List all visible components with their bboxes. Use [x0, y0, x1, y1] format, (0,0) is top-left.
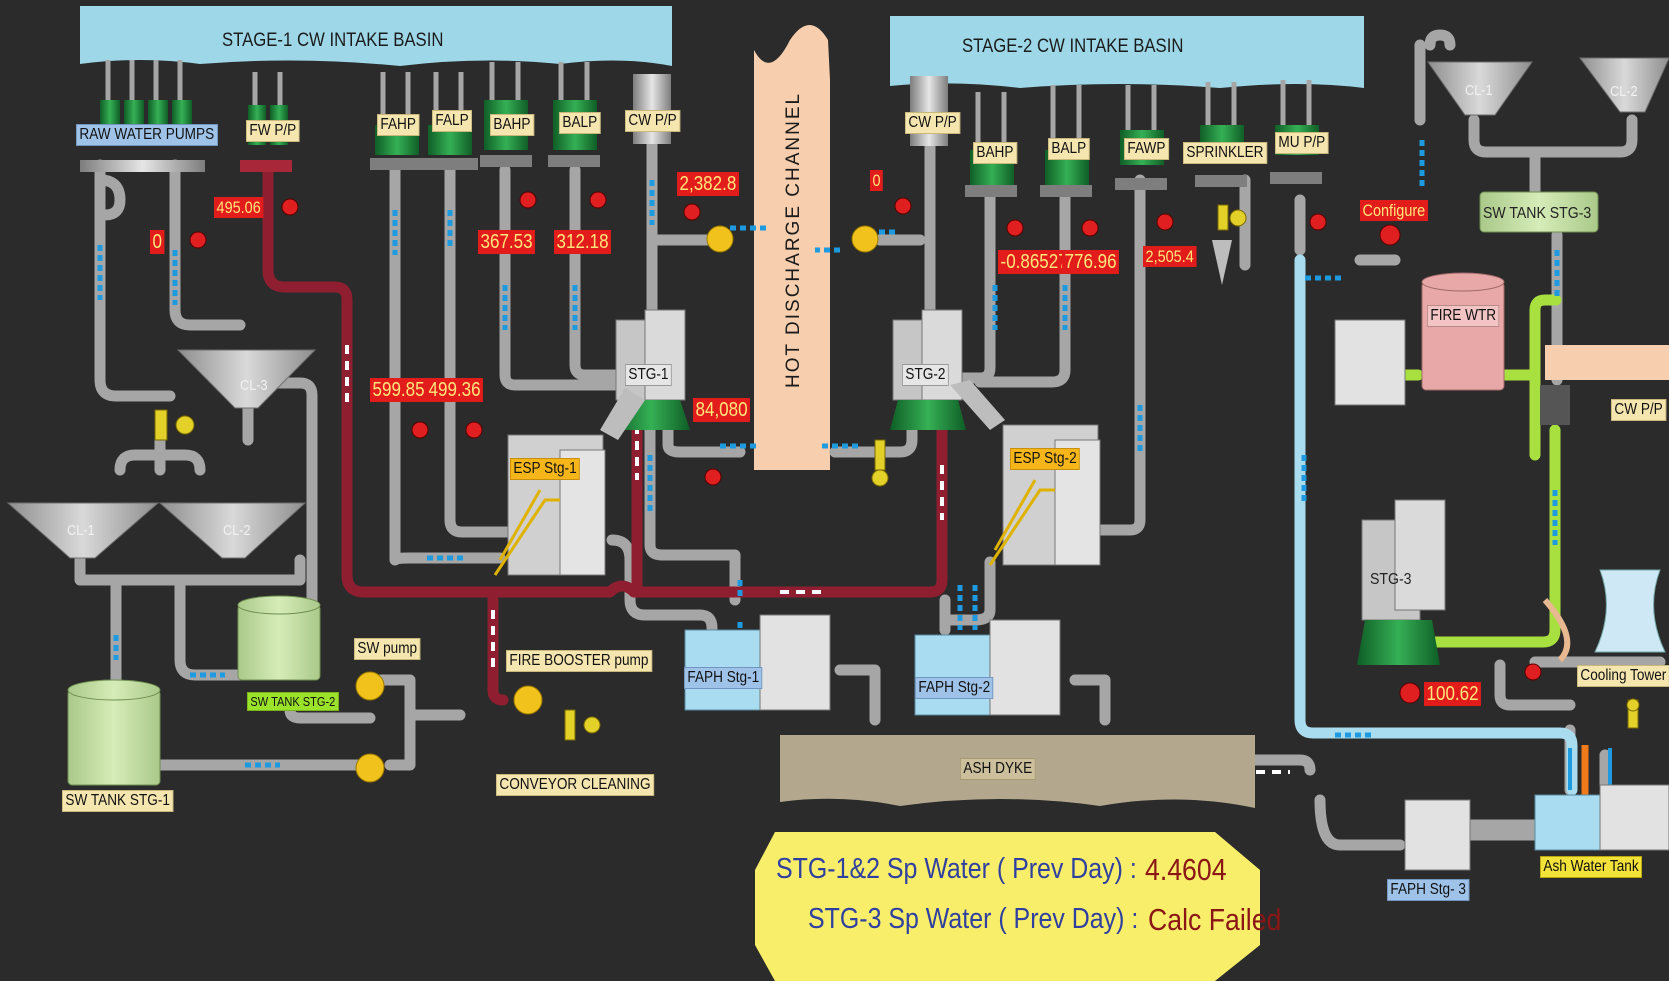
ash-water-tank-label[interactable]: Ash Water Tank	[1540, 856, 1642, 878]
fire-water-label[interactable]: FIRE WTR	[1427, 305, 1500, 327]
stg3-flow-value: 100.62	[1424, 682, 1481, 706]
stage2-basin-title: STAGE-2 CW INTAKE BASIN	[962, 37, 1183, 56]
stg1-ash-flow-value: 84,080	[693, 398, 750, 422]
bahp-stg2-flow-value: -0.86527	[998, 250, 1070, 274]
cl2-right-label: CL-2	[1610, 84, 1638, 99]
cl3-label: CL-3	[240, 378, 268, 393]
balp-stg2-label[interactable]: BALP	[1048, 138, 1090, 160]
sprinkler-label[interactable]: SPRINKLER	[1183, 142, 1267, 164]
fw-pump-label[interactable]: FW P/P	[246, 120, 300, 142]
summary-line1-label: STG-1&2 Sp Water ( Prev Day) :	[776, 855, 1137, 884]
balp-stg1-flow-value: 312.18	[554, 230, 611, 254]
stg3-label[interactable]: STG-3	[1370, 572, 1411, 588]
fawp-flow-value: 2,505.4	[1143, 246, 1196, 267]
cw-pump-stg1-label[interactable]: CW P/P	[625, 110, 680, 132]
sw-pump-label[interactable]: SW pump	[354, 638, 421, 660]
ash-dyke-label[interactable]: ASH DYKE	[960, 758, 1036, 780]
cl2-left-label: CL-2	[223, 523, 251, 538]
stg2-label[interactable]: STG-2	[902, 364, 949, 386]
bahp-stg2-label[interactable]: BAHP	[973, 142, 1017, 164]
configure-button[interactable]: Configure	[1360, 200, 1428, 221]
raw-water-pumps-label[interactable]: RAW WATER PUMPS	[76, 124, 218, 146]
esp-stg2-label[interactable]: ESP Stg-2	[1010, 448, 1080, 470]
cl1-left-label: CL-1	[67, 523, 95, 538]
cl1-right-label: CL-1	[1465, 83, 1493, 98]
fahp-label[interactable]: FAHP	[377, 114, 419, 136]
fire-booster-pump-label[interactable]: FIRE BOOSTER pump	[506, 650, 652, 672]
fw-flow-value: 495.06	[214, 197, 263, 218]
stg1-label[interactable]: STG-1	[625, 364, 672, 386]
cooling-tower-label[interactable]: Cooling Tower	[1577, 665, 1669, 687]
sw-tank-stg1-label[interactable]: SW TANK STG-1	[62, 790, 173, 812]
faph-stg3-label[interactable]: FAPH Stg- 3	[1387, 879, 1469, 901]
cw-pump-stg3-label[interactable]: CW P/P	[1611, 399, 1666, 421]
fawp-label[interactable]: FAWP	[1124, 138, 1169, 160]
balp-stg1-label[interactable]: BALP	[559, 112, 601, 134]
summary-line2-label: STG-3 Sp Water ( Prev Day) :	[808, 905, 1138, 934]
faph-stg2-label[interactable]: FAPH Stg-2	[915, 677, 994, 699]
balp-stg2-flow-value: 776.96	[1062, 250, 1119, 274]
stage1-basin-title: STAGE-1 CW INTAKE BASIN	[222, 31, 443, 50]
conveyor-cleaning-label[interactable]: CONVEYOR CLEANING	[496, 774, 654, 796]
bahp-stg1-flow-value: 367.53	[478, 230, 535, 254]
summary-line1-value: 4.4604	[1145, 854, 1227, 885]
faph-stg1-label[interactable]: FAPH Stg-1	[684, 667, 763, 689]
sw-tank-stg2-label[interactable]: SW TANK STG-2	[247, 692, 339, 711]
sw-tank-stg3-label[interactable]: SW TANK STG-3	[1483, 206, 1591, 222]
falp-label[interactable]: FALP	[432, 110, 472, 132]
cw-stg1-flow-value: 2,382.8	[677, 172, 739, 196]
raw-water-flow-value: 0	[150, 230, 165, 254]
cw-stg2-flow-value: 0	[870, 170, 883, 191]
summary-line2-value: Calc Failed	[1148, 904, 1281, 935]
falp-flow-value: 499.36	[426, 378, 483, 402]
hot-discharge-channel-label: HOT DISCHARGE CHANNEL	[784, 92, 803, 388]
cw-pump-stg2-label[interactable]: CW P/P	[905, 112, 960, 134]
mu-pump-label[interactable]: MU P/P	[1275, 132, 1329, 154]
esp-stg1-label[interactable]: ESP Stg-1	[510, 458, 580, 480]
bahp-stg1-label[interactable]: BAHP	[490, 114, 534, 136]
fahp-flow-value: 599.85	[370, 378, 427, 402]
